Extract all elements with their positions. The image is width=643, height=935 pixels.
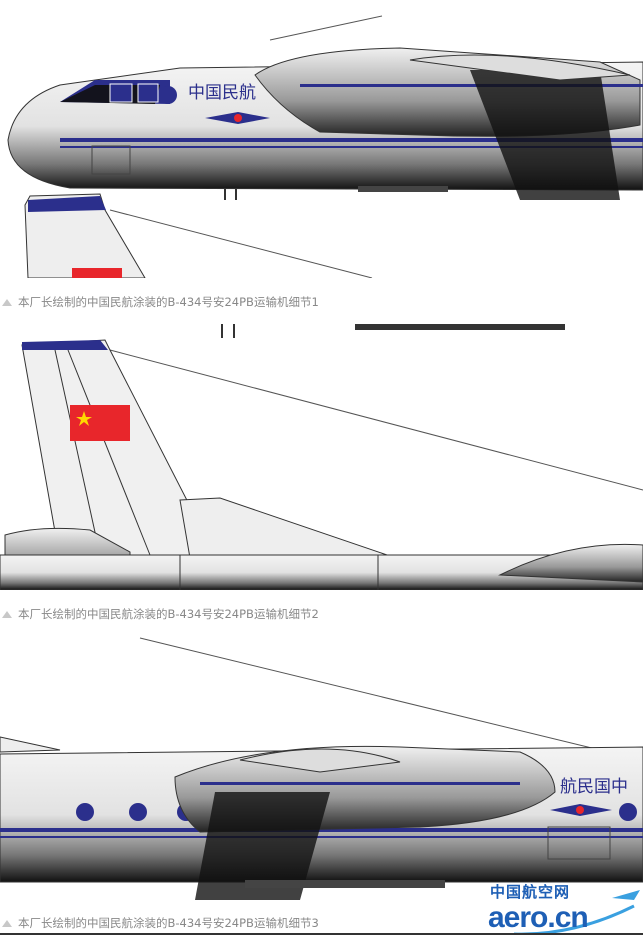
aircraft-nose-illustration: 中国民航: [7, 15, 643, 278]
livery-text: 中国民航: [188, 83, 256, 103]
image-caption-2: 本厂长绘制的中国民航涂装的B-434号安24PB运输机细节2: [2, 607, 319, 621]
aircraft-tail-illustration: [0, 324, 643, 590]
aircraft-image-detail-2: [0, 320, 643, 590]
logo-english-text: aero.cn: [488, 901, 589, 934]
chinese-flag: [70, 405, 130, 441]
caption-text: 本厂长绘制的中国民航涂装的B-434号安24PB运输机细节1: [18, 295, 319, 309]
aircraft-fuselage-illustration: 航民国中: [0, 637, 643, 900]
image-caption-3: 本厂长绘制的中国民航涂装的B-434号安24PB运输机细节3: [2, 916, 319, 930]
caption-triangle-icon: [2, 919, 12, 927]
image-caption-1: 本厂长绘制的中国民航涂装的B-434号安24PB运输机细节1: [2, 295, 319, 309]
caption-text: 本厂长绘制的中国民航涂装的B-434号安24PB运输机细节2: [18, 607, 319, 621]
aircraft-image-detail-1: 中国民航: [0, 0, 643, 278]
aircraft-image-detail-3: 航民国中: [0, 632, 643, 900]
logo-chinese-text: 中国航空网: [490, 883, 571, 901]
livery-text: 航民国中: [560, 777, 628, 797]
caption-text: 本厂长绘制的中国民航涂装的B-434号安24PB运输机细节3: [18, 916, 319, 930]
page-divider: [0, 933, 643, 935]
aero-cn-logo: 中国航空网 aero.cn: [484, 884, 643, 935]
flag-star-icon: [76, 411, 92, 426]
caption-triangle-icon: [2, 610, 12, 618]
caption-triangle-icon: [2, 298, 12, 306]
